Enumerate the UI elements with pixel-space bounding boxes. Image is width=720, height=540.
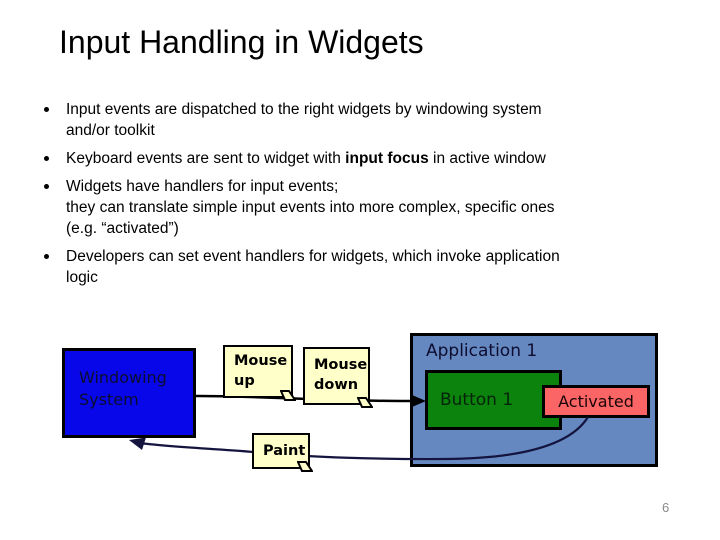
bullet-text: in active window (428, 150, 546, 167)
note-paint-label: Paint (263, 443, 306, 459)
windowing-system-label: Windowing System (79, 368, 167, 409)
activated-box: Activated (542, 385, 650, 418)
bullet-text: Widgets have handlers for input events; … (66, 178, 555, 237)
bullet-text: Input events are dispatched to the right… (66, 101, 542, 139)
note-fold-icon (357, 397, 373, 408)
bullet-item-widget-handlers: Widgets have handlers for input events; … (42, 176, 667, 239)
note-fold-icon (280, 390, 296, 401)
windowing-system-box: Windowing System (62, 348, 196, 438)
note-mouse-down-label: Mouse down (314, 357, 368, 393)
activated-label: Activated (558, 392, 634, 411)
application-label: Application 1 (426, 341, 538, 361)
note-fold-icon (297, 461, 313, 472)
bullet-text-bold: input focus (345, 150, 429, 167)
paint-arrowhead (129, 437, 146, 450)
note-mouse-up: Mouse up (223, 345, 296, 401)
note-mouse-down: Mouse down (303, 347, 373, 408)
bullet-item-developers: Developers can set event handlers for wi… (42, 246, 667, 288)
note-mouse-up-label: Mouse up (234, 353, 288, 389)
button1-label: Button 1 (440, 390, 514, 410)
note-paint: Paint (252, 433, 313, 472)
application-box: Application 1 Button 1 Activated (410, 333, 658, 467)
slide-title: Input Handling in Widgets (59, 24, 424, 60)
bullet-list: Input events are dispatched to the right… (42, 99, 667, 295)
page-number: 6 (662, 500, 670, 515)
bullet-item-keyboard-events: Keyboard events are sent to widget with … (42, 148, 667, 169)
bullet-item-input-events: Input events are dispatched to the right… (42, 99, 667, 141)
bullet-text: Developers can set event handlers for wi… (66, 248, 560, 286)
bullet-text: Keyboard events are sent to widget with (66, 150, 346, 167)
